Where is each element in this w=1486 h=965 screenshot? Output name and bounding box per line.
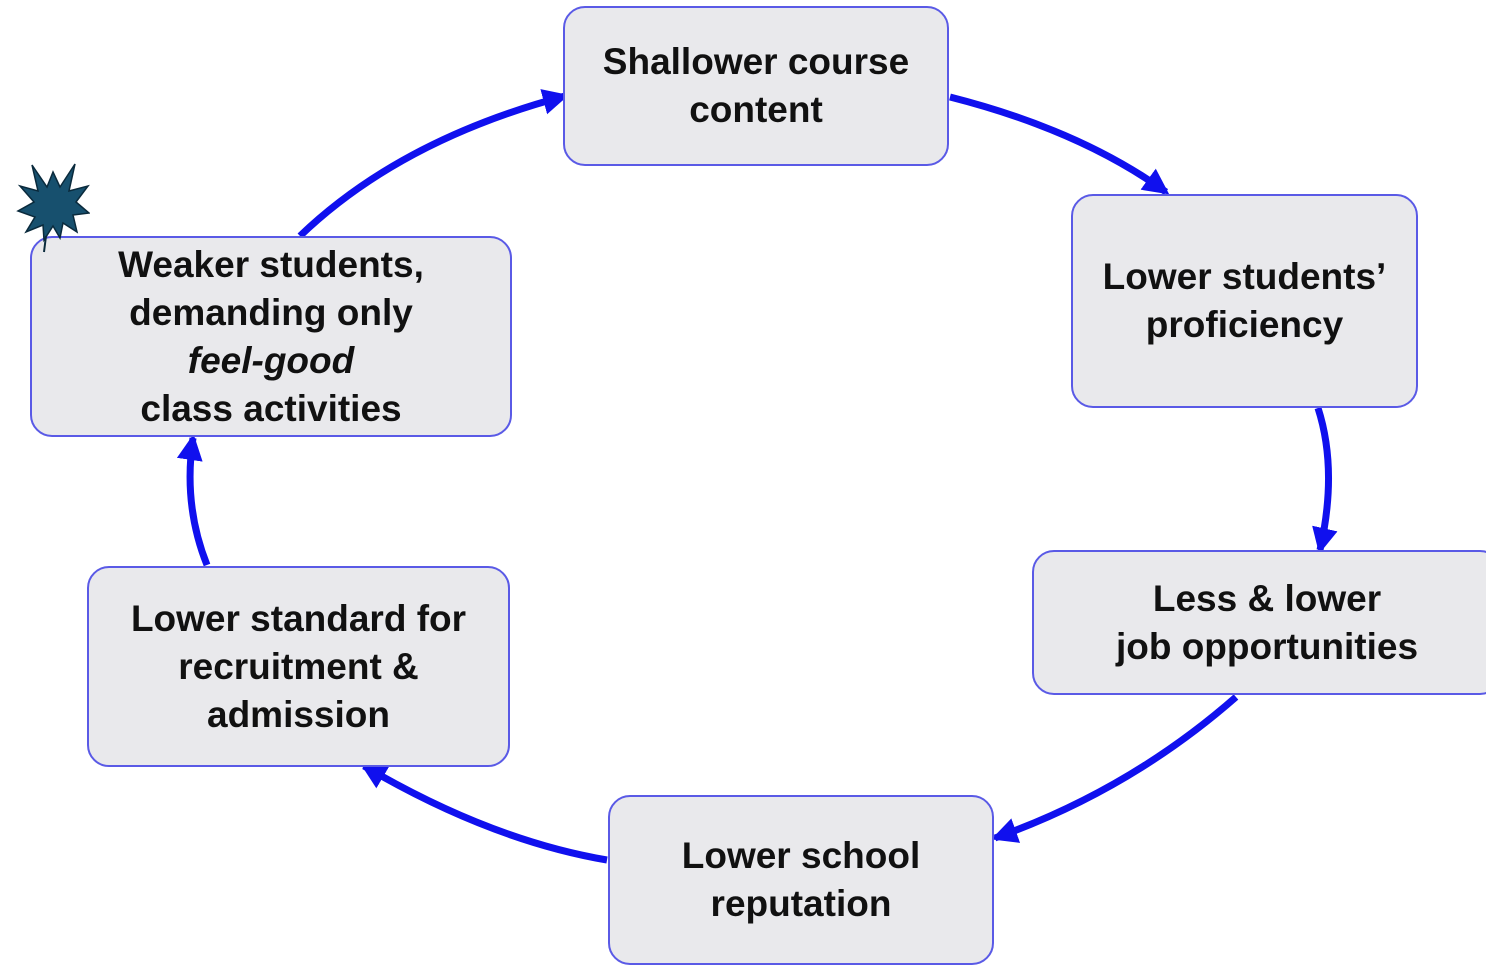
arrow-proficiency-to-jobs: [1312, 406, 1338, 554]
node-label-line: class activities: [140, 387, 402, 429]
node-label-line: Lower standard for: [130, 597, 467, 639]
node-label-line: Weaker students,: [118, 243, 424, 285]
node-label-line-italic: feel-good: [187, 339, 355, 381]
node-label-line: demanding only: [129, 291, 413, 333]
node-lower-standard-recruitment-admission: Lower standard for recruitment & admissi…: [87, 566, 510, 767]
node-label-line: recruitment &: [178, 645, 419, 687]
arrow-weaker-to-shallower: [297, 89, 569, 239]
node-label-line: Lower students’: [1102, 256, 1387, 297]
arrow-reputation-to-standard: [360, 762, 608, 864]
arrow-standard-to-weaker: [176, 434, 211, 567]
arrow-shallower-to-proficiency: [949, 93, 1170, 195]
node-label-line: Shallower course: [602, 41, 910, 82]
arrow-jobs-to-reputation: [991, 694, 1239, 843]
node-label-line: reputation: [710, 883, 892, 924]
starburst-icon: [16, 163, 90, 253]
node-label-line: content: [689, 89, 823, 130]
node-weaker-students: Weaker students, demanding only feel-goo…: [30, 236, 512, 437]
node-lower-students-proficiency: Lower students’ proficiency: [1071, 194, 1418, 408]
node-lower-school-reputation: Lower school reputation: [608, 795, 994, 965]
node-label-line: job opportunities: [1115, 625, 1419, 667]
node-label-line: Less & lower: [1152, 577, 1382, 619]
node-less-lower-job-opportunities: Less & lower job opportunities: [1032, 550, 1486, 695]
node-label-line: admission: [207, 693, 390, 735]
node-shallower-course-content: Shallower course content: [563, 6, 949, 166]
node-label-line: Lower school: [681, 835, 921, 876]
node-label-line: proficiency: [1145, 304, 1344, 345]
